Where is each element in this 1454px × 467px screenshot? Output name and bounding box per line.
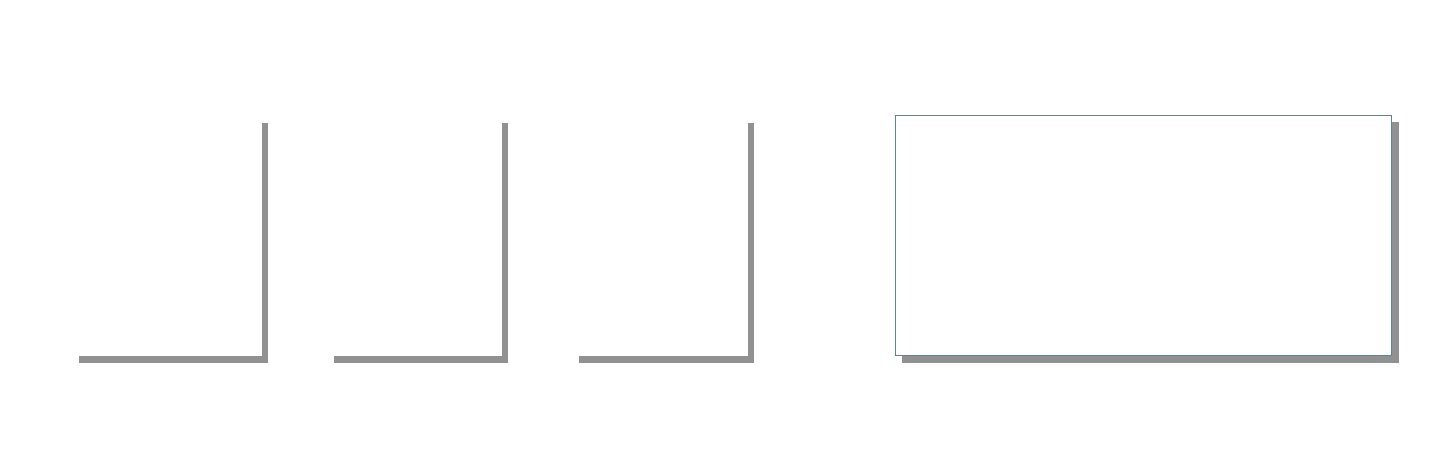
box-shadow-bottom bbox=[79, 356, 268, 363]
box-shadow-bottom bbox=[579, 356, 754, 363]
box-shadow-bottom bbox=[334, 356, 508, 363]
box-shadow-right bbox=[748, 123, 754, 363]
box-body bbox=[74, 116, 262, 356]
shadowed-box-2 bbox=[329, 116, 508, 363]
box-body bbox=[329, 116, 502, 356]
box-shadow-right bbox=[502, 123, 508, 363]
outlined-box bbox=[895, 115, 1392, 356]
box-body bbox=[574, 116, 748, 356]
shadowed-box-3 bbox=[574, 116, 754, 363]
box-shadow-right bbox=[262, 123, 268, 363]
shadowed-box-1 bbox=[74, 116, 268, 363]
